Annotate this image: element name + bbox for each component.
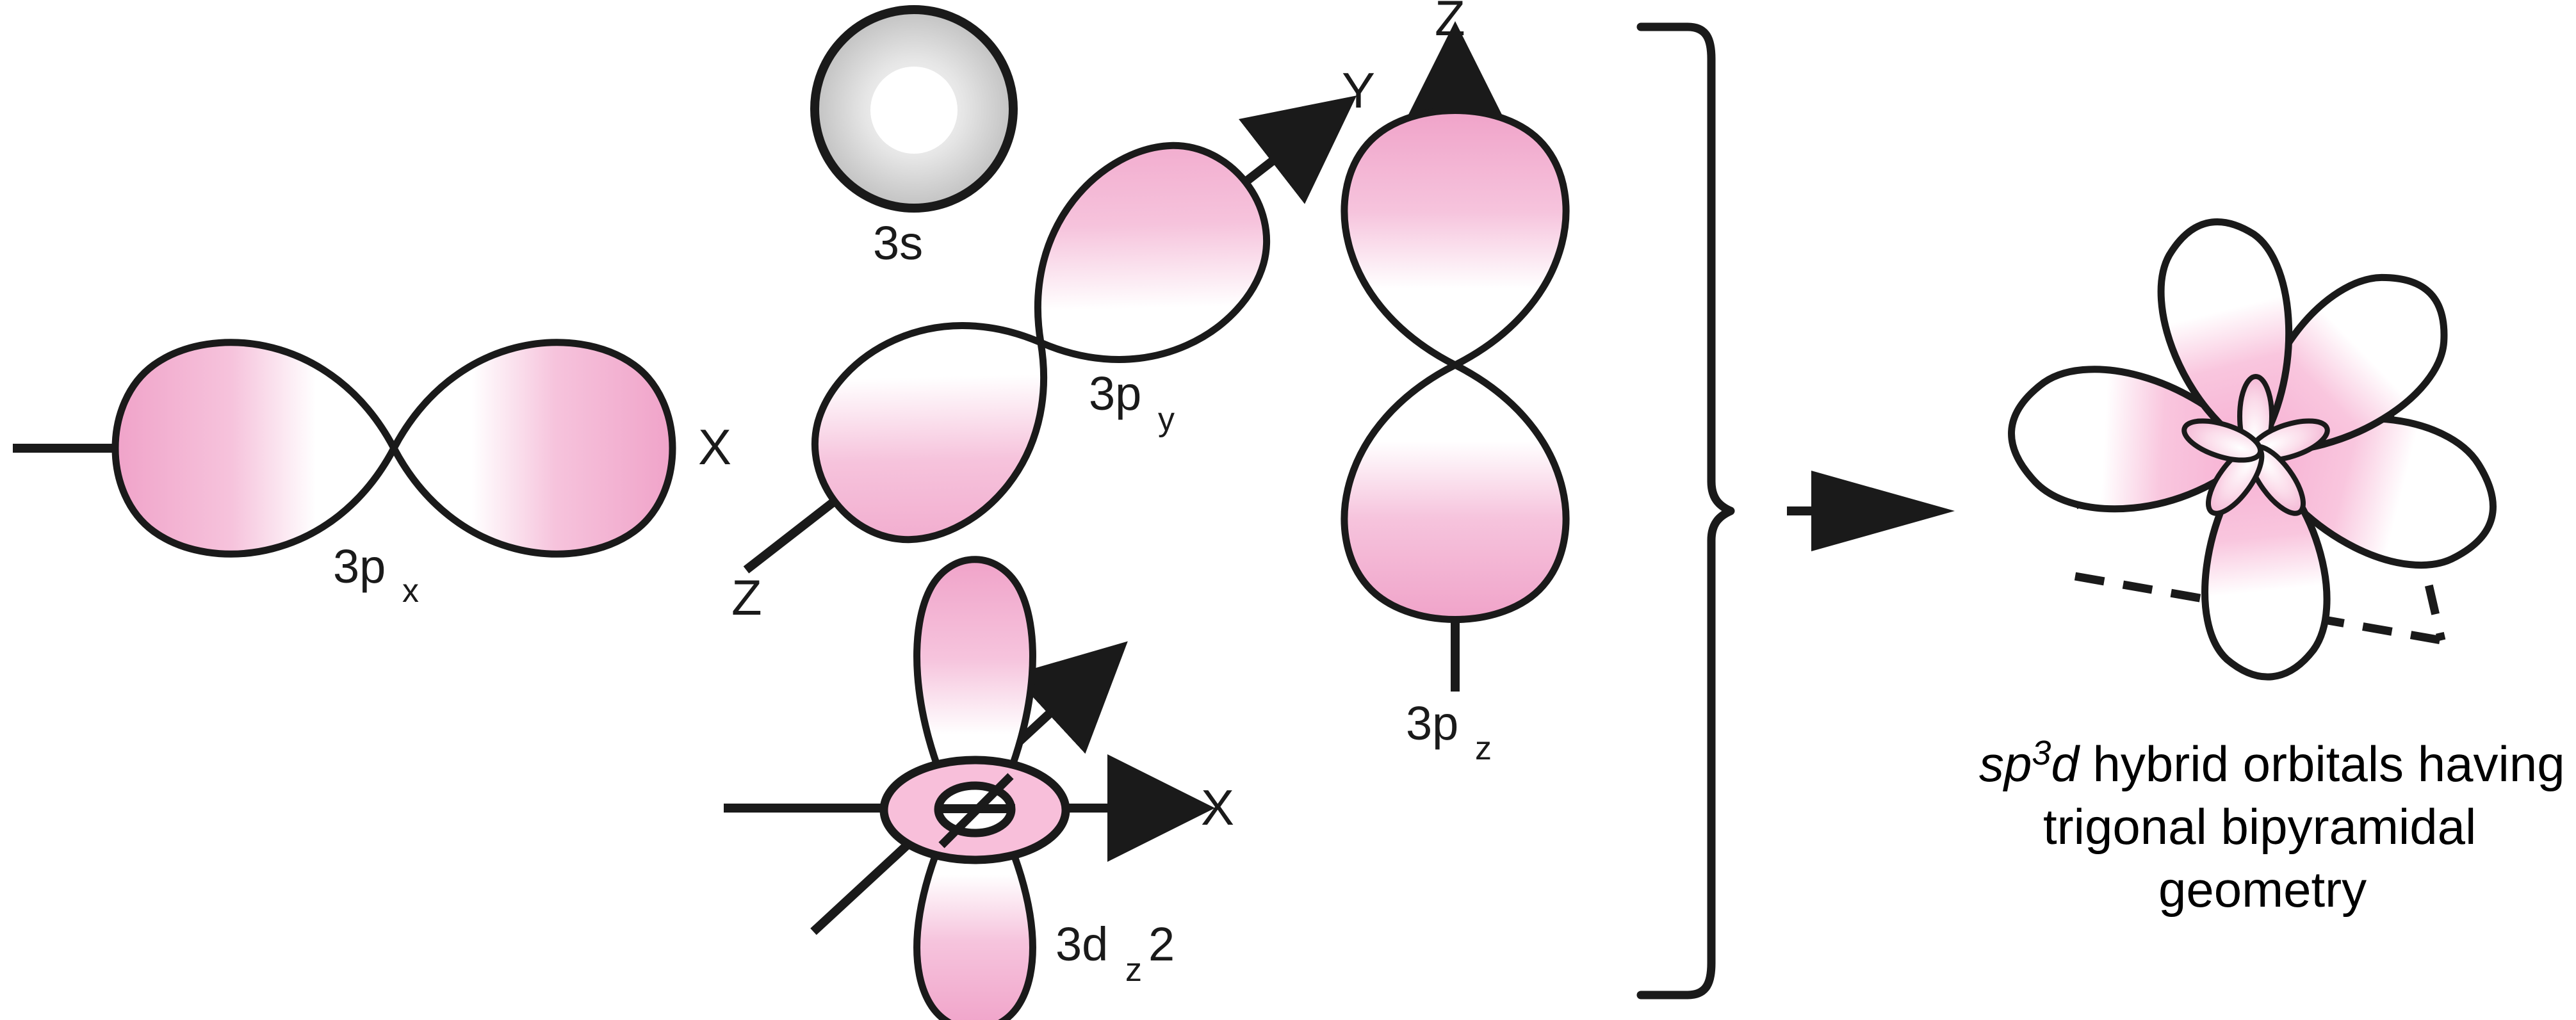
hybrid-orbital-group bbox=[2008, 218, 2497, 681]
orbital-3pz-group: Z 3p z bbox=[1341, 0, 1570, 767]
axis-line-diagonal-dz2-overlay bbox=[938, 773, 1014, 848]
hybrid-lobe-left bbox=[2008, 366, 2260, 513]
axis-label-y-py: Y bbox=[1342, 62, 1375, 118]
result-caption: sp3d hybrid orbitals having trigonal bip… bbox=[1979, 734, 2565, 918]
label-3dz2: 3d z 2 bbox=[1056, 918, 1175, 989]
closing-brace bbox=[1636, 22, 1735, 1000]
dashed-edge-bottom bbox=[2074, 572, 2443, 645]
orbital-3s-group: 3s bbox=[810, 5, 1018, 270]
label-3dz2-tail: 2 bbox=[1148, 918, 1175, 971]
lobe-3py-lower bbox=[811, 322, 1048, 544]
caption-line-1: sp3d hybrid orbitals having bbox=[1979, 734, 2565, 792]
lobe-3pz-upper bbox=[1341, 107, 1570, 369]
lobe-3pz-lower bbox=[1341, 361, 1570, 623]
sphere-3s-inner-hole bbox=[870, 67, 958, 154]
label-3px: 3p x bbox=[333, 540, 419, 610]
axis-label-z-py: Z bbox=[731, 569, 762, 626]
caption-sup3: 3 bbox=[2032, 734, 2051, 772]
label-3s: 3s bbox=[873, 216, 923, 270]
label-3py-base: 3p bbox=[1089, 367, 1141, 420]
axis-label-x-px: X bbox=[698, 419, 731, 475]
lobe-3px-right bbox=[390, 339, 676, 558]
caption-line-3: geometry bbox=[2158, 861, 2367, 918]
caption-d: d bbox=[2051, 736, 2080, 792]
axis-label-x-dz2: X bbox=[1201, 779, 1234, 836]
label-3dz2-base: 3d bbox=[1056, 918, 1108, 971]
lobe-3px-left bbox=[111, 339, 398, 558]
caption-line-2: trigonal bipyramidal bbox=[2043, 798, 2476, 855]
label-3py-sub: y bbox=[1158, 401, 1175, 438]
axis-label-z-pz: Z bbox=[1435, 0, 1465, 46]
orbital-3py-group: Y Z 3p y bbox=[731, 62, 1375, 626]
label-3pz-sub: z bbox=[1475, 730, 1492, 767]
lobe-3py-upper bbox=[1034, 142, 1270, 363]
hybrid-center-petals bbox=[2181, 374, 2330, 516]
label-3pz-base: 3p bbox=[1406, 697, 1458, 750]
orbital-3px-group: X 3p x bbox=[13, 339, 731, 610]
label-3px-sub: x bbox=[402, 572, 419, 610]
lobe-3dz2-upper bbox=[913, 556, 1036, 814]
label-3pz: 3p z bbox=[1406, 697, 1492, 767]
caption-sp: sp bbox=[1979, 736, 2032, 792]
label-3py: 3p y bbox=[1089, 367, 1175, 438]
caption-rest: hybrid orbitals having bbox=[2079, 736, 2565, 792]
label-3dz2-sub: z bbox=[1125, 951, 1142, 989]
label-3px-base: 3p bbox=[333, 540, 386, 593]
transform-group bbox=[1636, 22, 1955, 1000]
orbital-3dz2-group: 3d z 2 X bbox=[724, 556, 1234, 1020]
